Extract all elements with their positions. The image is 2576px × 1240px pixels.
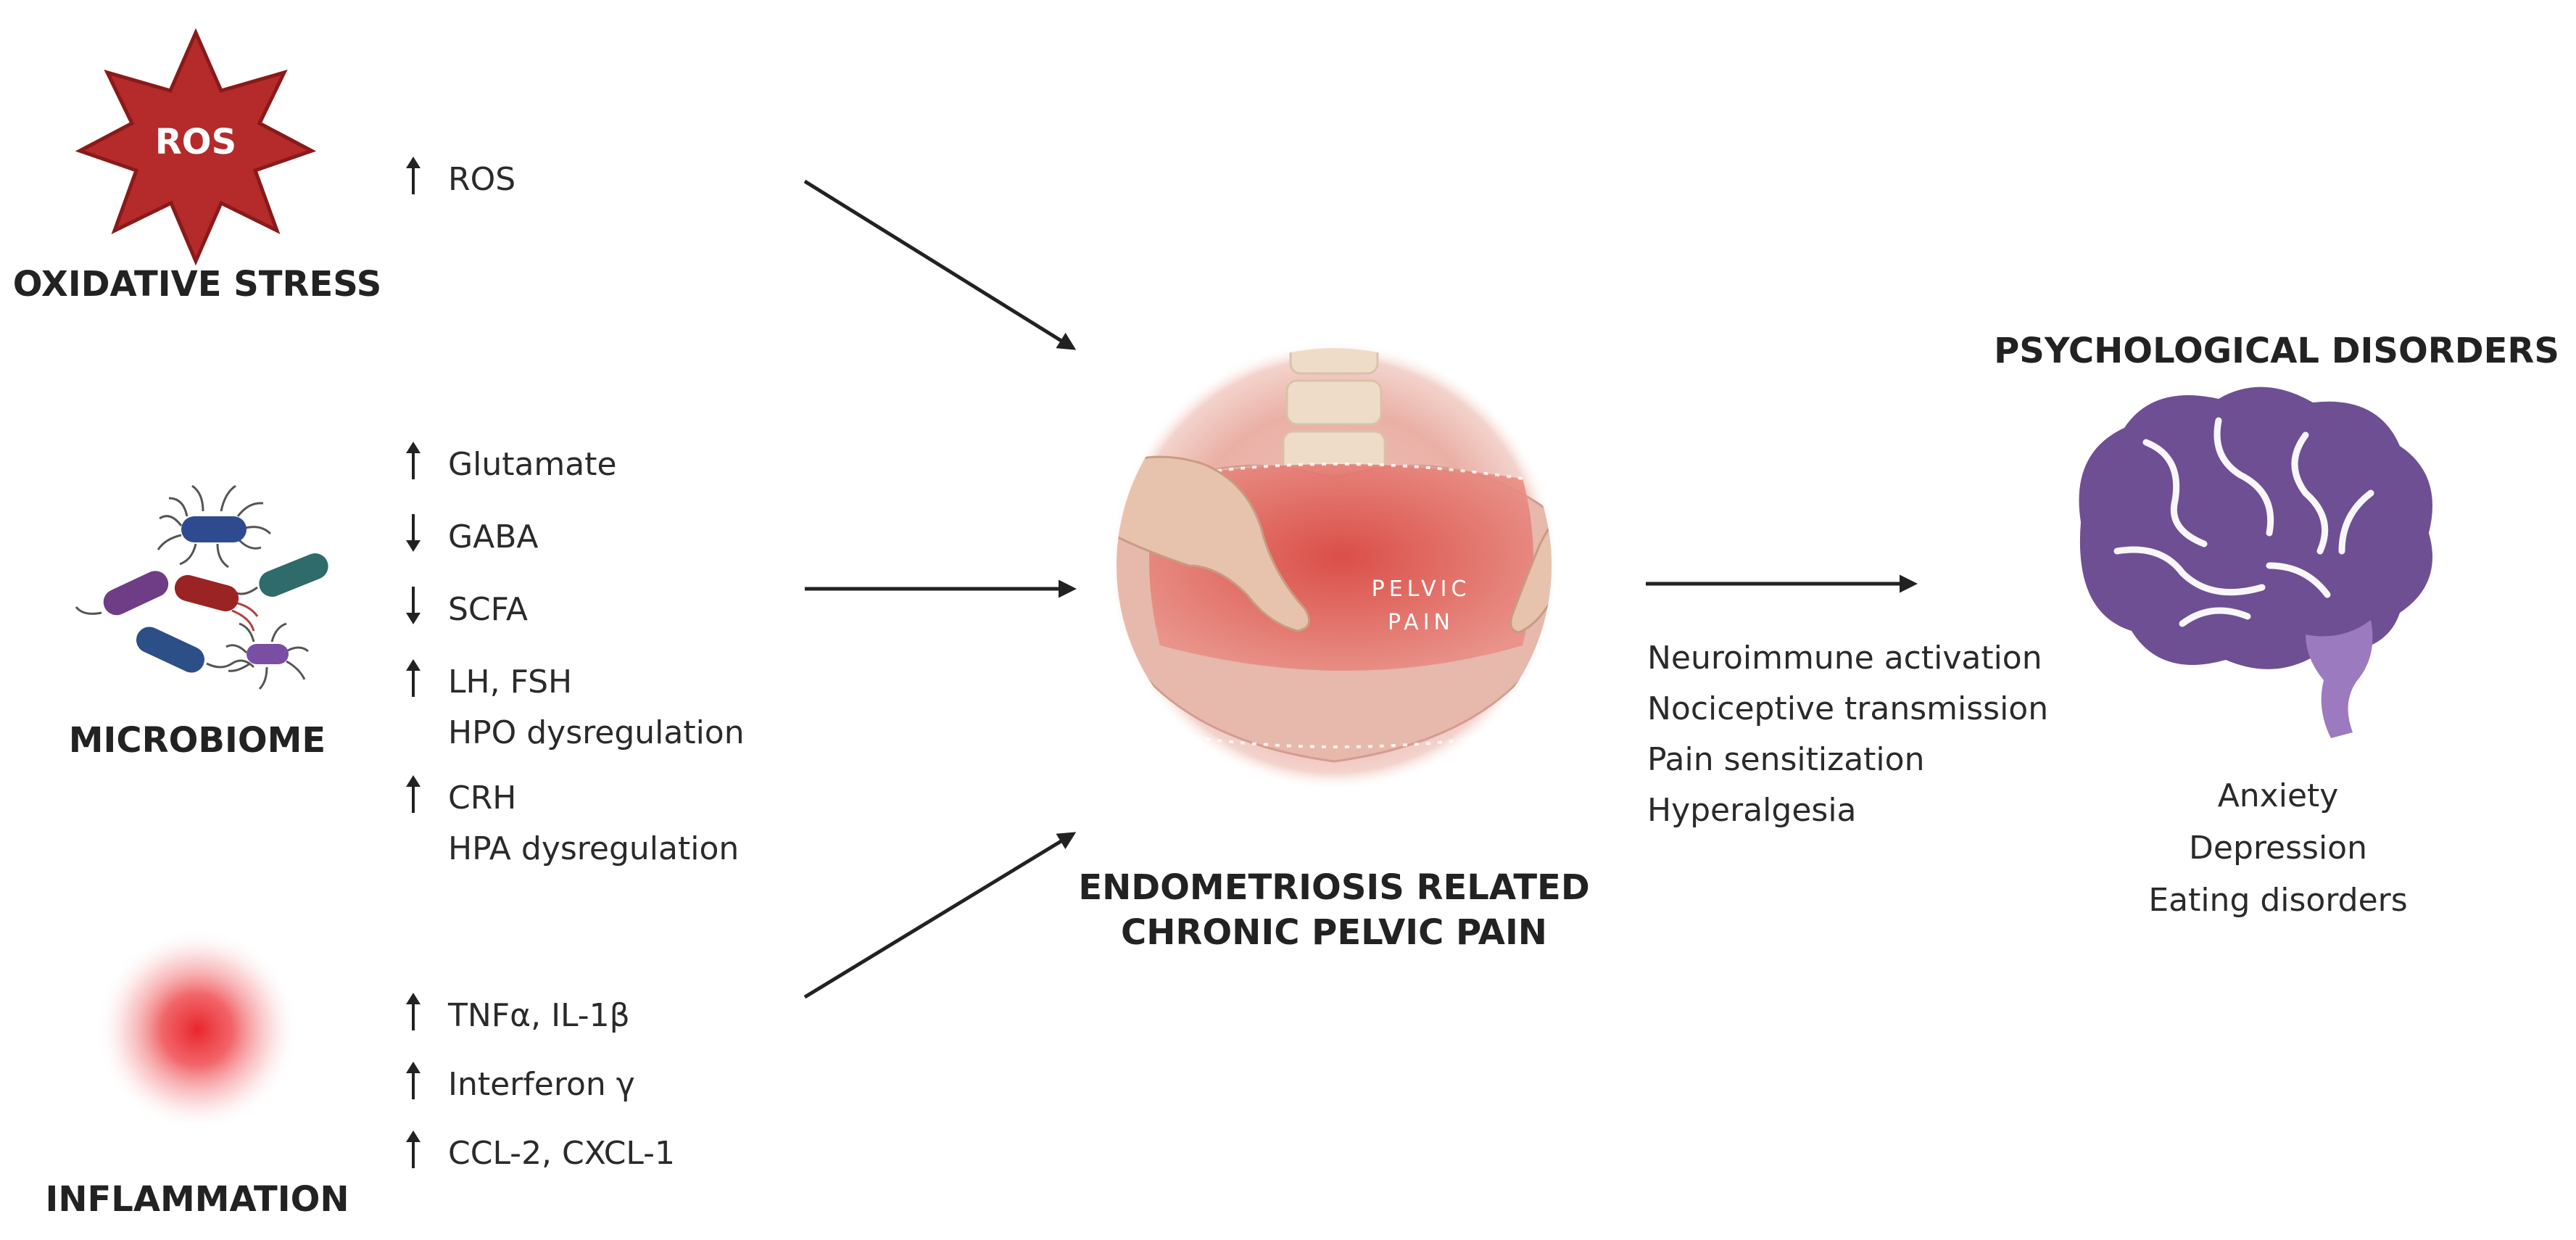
psychological-item: Depression: [2189, 830, 2367, 867]
factor-sublabel: HPO dysregulation: [448, 714, 745, 751]
pelvic-pain-illustration: PELVIC PAIN: [1109, 341, 1559, 790]
arrow-inflammation-to-pain: [803, 832, 1077, 999]
inflammation-title: INFLAMMATION: [45, 1179, 349, 1220]
mechanism-item: Pain sensitization: [1647, 741, 1924, 778]
factor-label: ROS: [448, 161, 515, 198]
factor-label: TNFα, IL-1β: [447, 997, 630, 1034]
spine-icon: [1282, 348, 1386, 476]
psychological-item: Eating disorders: [2148, 882, 2407, 919]
down-arrow-icon: [406, 514, 421, 552]
up-arrow-icon: [406, 993, 421, 1030]
factor-label: CCL-2, CXCL-1: [448, 1135, 675, 1172]
up-arrow-icon: [406, 157, 421, 194]
up-arrow-icon: [406, 1131, 421, 1168]
factor-label: LH, FSH: [448, 664, 572, 700]
up-arrow-icon: [406, 775, 421, 813]
ros-badge-text: ROS: [155, 122, 236, 162]
up-arrow-icon: [406, 1062, 421, 1099]
factor-label: GABA: [448, 518, 538, 555]
oxidative-stress-group: ROS OXIDATIVE STRESS ROS: [13, 28, 515, 305]
pelvic-pain-label-line2: PAIN: [1388, 610, 1454, 635]
factor-label: CRH: [448, 780, 516, 817]
mechanism-item: Nociceptive transmission: [1647, 690, 2048, 727]
oxidative-stress-title: OXIDATIVE STRESS: [13, 264, 382, 305]
mechanism-item: Hyperalgesia: [1647, 792, 1857, 829]
down-arrow-icon: [406, 587, 421, 624]
factor-label: Glutamate: [448, 446, 617, 483]
up-arrow-icon: [406, 442, 421, 479]
factor-label: SCFA: [448, 591, 528, 628]
ros-star-icon: [75, 28, 317, 266]
bacteria-icon: [75, 484, 328, 690]
right-hand-icon: [1509, 498, 1552, 634]
left-hand-icon: [1117, 455, 1311, 632]
factor-label: Interferon γ: [448, 1066, 635, 1103]
mechanism-item: Neuroimmune activation: [1647, 640, 2042, 677]
factor-sublabel: HPA dysregulation: [448, 830, 739, 867]
center-title-line2: CHRONIC PELVIC PAIN: [1121, 912, 1547, 953]
oxidative-factor-list: ROS: [406, 157, 515, 198]
center-title-line1: ENDOMETRIOSIS RELATED: [1078, 867, 1589, 908]
brain-icon: [2079, 387, 2432, 738]
microbiome-title: MICROBIOME: [69, 720, 326, 761]
psychological-item: Anxiety: [2218, 777, 2339, 814]
up-arrow-icon: [406, 659, 421, 697]
pelvic-pain-label-line1: PELVIC: [1372, 576, 1471, 602]
inflammation-glow-icon: [96, 928, 299, 1131]
psychological-title: PSYCHOLOGICAL DISORDERS: [1994, 331, 2559, 371]
flow-arrows: [803, 179, 1918, 999]
arrow-oxidative-to-pain: [803, 179, 1077, 350]
